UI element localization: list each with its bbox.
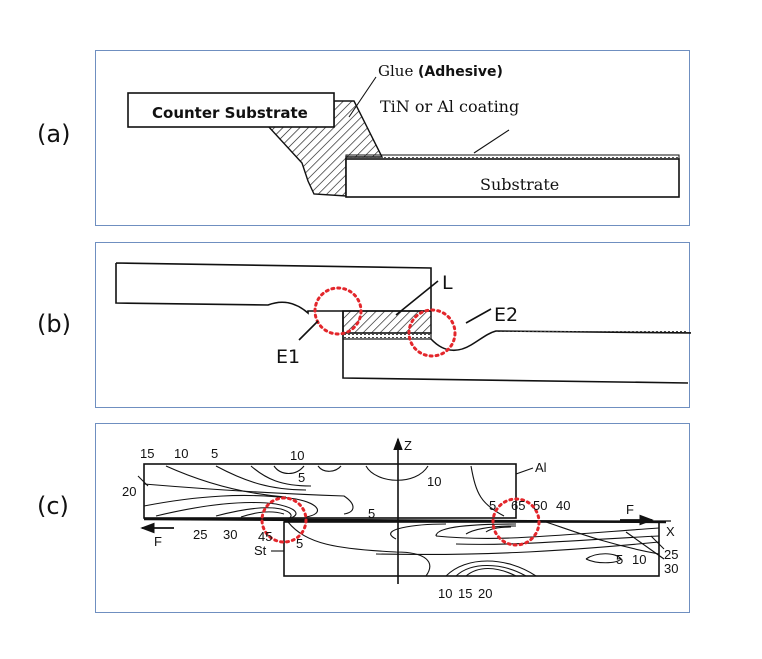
substrate-label: Substrate	[480, 175, 559, 194]
contour-label: 5	[489, 498, 496, 513]
contour-label: 45	[258, 529, 272, 544]
counter-substrate-block	[127, 92, 335, 128]
highlight-ring-left	[260, 496, 308, 544]
adhesive-label: (Adhesive)	[418, 64, 503, 80]
force-right-label: F	[626, 502, 634, 517]
coating-leader-line	[473, 129, 510, 154]
contour-label: 10	[290, 448, 304, 463]
label25-leader	[650, 535, 665, 550]
e1-label: E1	[276, 346, 300, 368]
l-leader-line	[395, 280, 439, 316]
contour-label: 10	[632, 552, 646, 567]
contour-label: 15	[140, 446, 154, 461]
highlight-ring-e1	[313, 286, 363, 336]
contour-label: 5	[368, 506, 375, 521]
l-label: L	[442, 272, 453, 294]
highlight-ring-e2	[407, 308, 457, 358]
counter-substrate-label: Counter Substrate	[152, 104, 308, 122]
substrate-block	[345, 158, 680, 198]
panel-a: Counter Substrate Glue (Adhesive) TiN or…	[95, 50, 690, 226]
al-plate	[143, 463, 517, 519]
panel-label-a: (a)	[37, 120, 71, 148]
panel-c: Z X F F Al St 15 10 5 10 5 10 20 5 5 25 …	[95, 423, 690, 613]
panel-b: L E1 E2	[95, 242, 691, 408]
force-left-label: F	[154, 534, 162, 549]
al-label: Al	[535, 460, 547, 475]
e2-leader-line	[465, 308, 492, 324]
panel-b-diagram: L E1 E2	[115, 262, 691, 384]
glue-leader-line	[348, 76, 377, 118]
contour-label: 20	[478, 586, 492, 601]
top-plate	[115, 262, 432, 315]
contour-label: 10	[438, 586, 452, 601]
panel-label-c: (c)	[37, 492, 69, 520]
contour-label: 50	[533, 498, 547, 513]
coating-layer-b	[342, 332, 432, 340]
panel-c-diagram: Z X F F Al St 15 10 5 10 5 10 20 5 5 25 …	[122, 437, 678, 601]
label30-leader	[625, 531, 665, 560]
al-contours	[143, 465, 505, 520]
contour-label: 65	[511, 498, 525, 513]
st-contours	[287, 521, 660, 577]
panel-a-diagram: Counter Substrate Glue (Adhesive) TiN or…	[127, 62, 680, 198]
e2-label: E2	[494, 304, 518, 326]
contour-label: 10	[174, 446, 188, 461]
contour-label: 30	[223, 527, 237, 542]
e1-leader-line	[298, 320, 319, 341]
x-axis-label: X	[666, 524, 675, 539]
coating-label: TiN or Al coating	[380, 97, 519, 116]
contour-label: 5	[616, 552, 623, 567]
contour-label: 40	[556, 498, 570, 513]
highlight-ring-right	[491, 497, 541, 547]
contour-label: 25	[664, 547, 678, 562]
contour-label: 5	[211, 446, 218, 461]
contour-label: 25	[193, 527, 207, 542]
st-label: St	[254, 543, 267, 558]
label20-leader	[137, 475, 149, 487]
contour-label: 5	[298, 470, 305, 485]
z-axis-label: Z	[404, 438, 412, 453]
contour-label: 5	[296, 536, 303, 551]
al-leader	[515, 467, 534, 475]
contour-label: 10	[427, 474, 441, 489]
contour-label: 30	[664, 561, 678, 576]
contour-label: 15	[458, 586, 472, 601]
coating-strip-right	[496, 329, 688, 333]
contour-label: 20	[122, 484, 136, 499]
panel-label-b: (b)	[37, 310, 71, 338]
glue-label: Glue	[378, 62, 413, 80]
